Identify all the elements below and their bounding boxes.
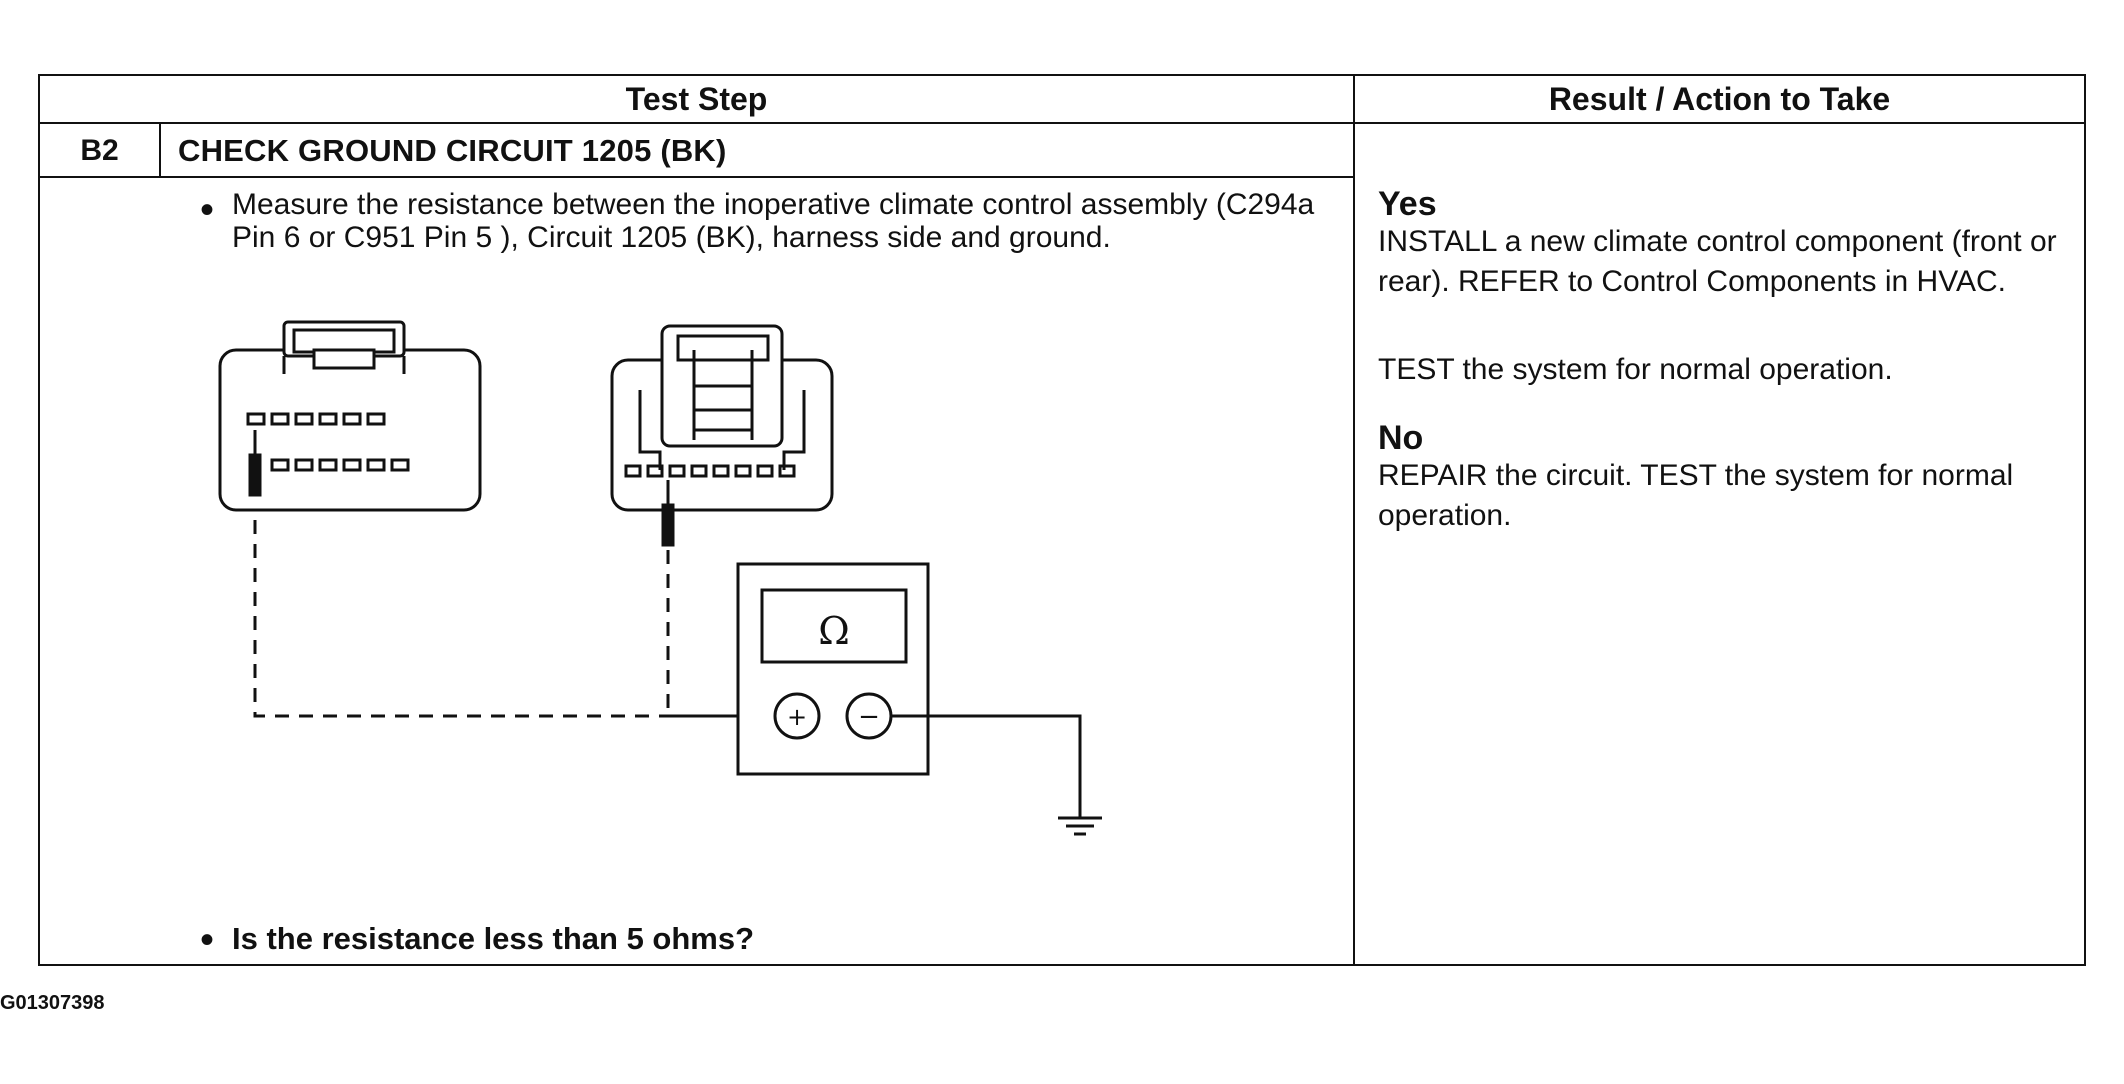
ohm-symbol: Ω [818, 609, 850, 653]
test-table [38, 74, 2086, 966]
yes-action-text: INSTALL a new climate control component … [1378, 225, 2057, 298]
connector-c951-icon [610, 324, 834, 512]
step-id: B2 [80, 134, 119, 167]
wiring-diagram: Ω + − [218, 320, 1102, 836]
connector-c294a-icon [218, 320, 482, 512]
header-test-step: Test Step [625, 81, 768, 117]
header-result-action: Result / Action to Take [1548, 81, 1891, 117]
column-divider [1353, 74, 1355, 966]
negative-terminal-label: − [858, 702, 880, 732]
bullet-dot: • [200, 188, 215, 232]
yes-test-text: TEST the system for normal operation. [1378, 353, 1893, 386]
header-divider [38, 122, 2086, 124]
step-id-divider [159, 122, 161, 177]
positive-terminal-label: + [787, 703, 807, 731]
yes-label: Yes [1378, 185, 1437, 223]
bullet-dot: • [200, 918, 215, 962]
figure-id: G01307398 [0, 992, 105, 1014]
no-label: No [1378, 419, 1424, 457]
step-title-divider [38, 176, 1354, 178]
question-text: Is the resistance less than 5 ohms? [232, 921, 755, 956]
no-action-text: REPAIR the circuit. TEST the system for … [1378, 459, 2014, 532]
instruction-text: Measure the resistance between the inope… [232, 188, 1315, 254]
step-title: CHECK GROUND CIRCUIT 1205 (BK) [178, 133, 727, 168]
